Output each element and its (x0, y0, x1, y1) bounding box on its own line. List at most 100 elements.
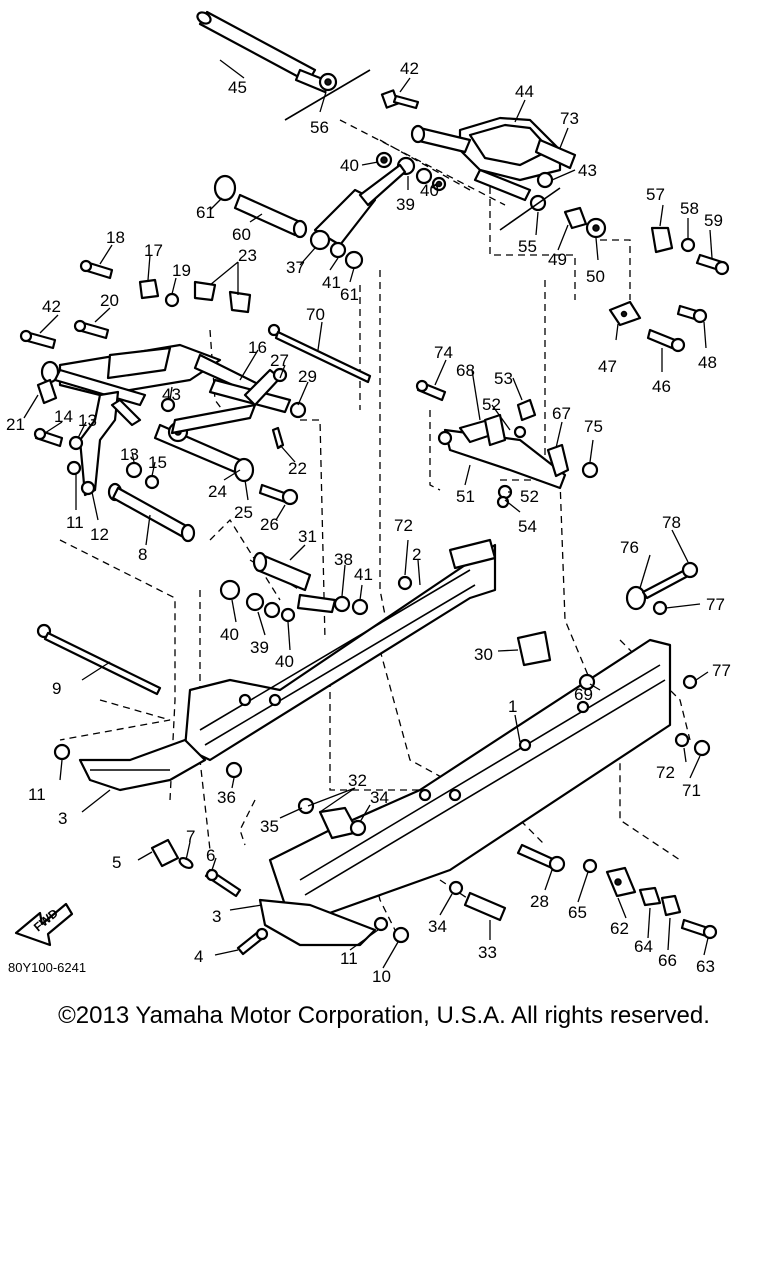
callout-label: 41 (322, 273, 341, 292)
callout-label: 32 (348, 771, 367, 790)
copyright-notice: ©2013 Yamaha Motor Corporation, U.S.A. A… (58, 1002, 710, 1029)
callout-label: 5 (112, 853, 121, 872)
part-bracket-44 (410, 116, 577, 202)
callout-label: 1 (508, 697, 517, 716)
callout-label: 64 (634, 937, 653, 956)
callout-label: 60 (232, 225, 251, 244)
callout-label: 40 (340, 156, 359, 175)
callout-label: 29 (298, 367, 317, 386)
callout-label: 42 (42, 297, 61, 316)
part-slide-rail-left (53, 538, 497, 792)
callout-label: 4 (194, 947, 203, 966)
part-bolt-42-top (380, 89, 420, 110)
callout-label: 14 (54, 407, 73, 426)
callout-label: 15 (148, 453, 167, 472)
callout-label: 13 (78, 411, 97, 430)
part-spacers-low (297, 797, 367, 840)
callout-label: 61 (340, 285, 359, 304)
callout-label: 30 (474, 645, 493, 664)
part-pin-33 (448, 880, 507, 922)
callout-label: 3 (58, 809, 67, 828)
callout-label: 61 (196, 203, 215, 222)
callout-label: 16 (248, 338, 267, 357)
callout-label: 21 (6, 415, 25, 434)
callout-label: 8 (138, 545, 147, 564)
callout-label: 3 (212, 907, 221, 926)
callout-label: 49 (548, 250, 567, 269)
callout-label: 39 (396, 195, 415, 214)
part-block-30 (516, 630, 552, 667)
part-arm-16 (40, 343, 307, 497)
callout-label: 20 (100, 291, 119, 310)
callout-label: 24 (208, 482, 227, 501)
part-spacers-middle (219, 551, 413, 623)
part-shaft-45 (196, 10, 371, 121)
diagram-code: 80Y100-6241 (8, 960, 86, 975)
callout-label: 48 (698, 353, 717, 372)
callout-label: 55 (518, 237, 537, 256)
callout-label: 59 (704, 211, 723, 230)
callout-label: 68 (456, 361, 475, 380)
callout-label: 22 (288, 459, 307, 478)
callout-label: 2 (412, 545, 421, 564)
callout-label: 44 (515, 82, 534, 101)
callout-label: 65 (568, 903, 587, 922)
callout-label: 62 (610, 919, 629, 938)
callout-label: 9 (52, 679, 61, 698)
callout-label: 45 (228, 78, 247, 97)
callout-label: 46 (652, 377, 671, 396)
callout-label: 77 (706, 595, 725, 614)
callout-label: 43 (578, 161, 597, 180)
callout-label: 17 (144, 241, 163, 260)
callout-label: 34 (428, 917, 447, 936)
part-slide-rail-right (258, 638, 711, 947)
callout-label: 47 (598, 357, 617, 376)
callout-label: 36 (217, 788, 236, 807)
callout-label: 73 (560, 109, 579, 128)
callout-label: 66 (658, 951, 677, 970)
callout-label: 52 (520, 487, 539, 506)
callout-label: 54 (518, 517, 537, 536)
callout-label: 51 (456, 487, 475, 506)
part-spacers-right (499, 187, 607, 239)
callout-label: 11 (66, 513, 84, 532)
callout-label: 18 (106, 228, 125, 247)
part-pins-22-26 (233, 426, 299, 506)
callout-label: 27 (270, 351, 289, 370)
callout-label: 72 (394, 516, 413, 535)
parts-diagram: FWD (6, 10, 731, 986)
callout-label: 35 (260, 817, 279, 836)
part-bolt-76 (625, 561, 699, 690)
part-bolt-9 (36, 623, 162, 696)
callout-label: 76 (620, 538, 639, 557)
part-bolts-left (19, 319, 110, 350)
leader-lines (23, 59, 713, 969)
callout-numbers: 45 56 42 44 73 43 40 39 40 61 60 37 41 6… (6, 59, 731, 986)
part-shaft-8 (107, 482, 196, 543)
callout-label: 67 (552, 404, 571, 423)
callout-label: 63 (696, 957, 715, 976)
callout-label: 19 (172, 261, 191, 280)
part-fasteners-bottom (236, 916, 410, 956)
callout-label: 58 (680, 199, 699, 218)
fwd-arrow-icon: FWD (14, 902, 74, 947)
callout-label: 53 (494, 369, 513, 388)
callout-label: 31 (298, 527, 317, 546)
callout-label: 41 (354, 565, 373, 584)
callout-label: 75 (584, 417, 603, 436)
part-fasteners-17-19 (79, 259, 252, 314)
part-bolt-28 (516, 843, 598, 874)
callout-label: 37 (286, 258, 305, 277)
part-fasteners-57-59 (650, 226, 730, 276)
part-fasteners-62-66 (605, 866, 718, 940)
callout-label: 40 (220, 625, 239, 644)
callout-label: 28 (530, 892, 549, 911)
part-tube-60 (213, 174, 308, 239)
callout-label: 40 (420, 181, 439, 200)
callout-label: 56 (310, 118, 329, 137)
callout-label: 11 (340, 949, 358, 968)
callout-label: 38 (334, 550, 353, 569)
part-bracket-47 (608, 300, 708, 353)
callout-label: 71 (682, 781, 701, 800)
callout-label: 57 (646, 185, 665, 204)
